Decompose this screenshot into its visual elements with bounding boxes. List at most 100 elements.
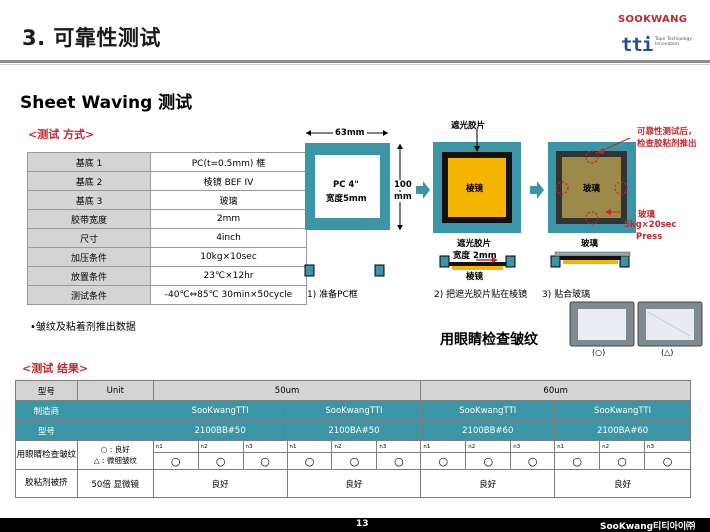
sample-n-label: n3 — [644, 440, 691, 453]
sample-n-label: n3 — [376, 440, 422, 453]
maker-cell: SooKwangTTI — [286, 400, 422, 421]
header-divider — [0, 60, 710, 63]
shading-tape-label-2: 遮光胶片 — [457, 239, 492, 249]
result-mark: ○ — [376, 452, 422, 470]
group-header-60: 60um — [420, 380, 691, 401]
maker-cell: SooKwangTTI — [152, 400, 288, 421]
sample-n-label: n1 — [554, 440, 601, 453]
page-number: 13 — [356, 519, 369, 529]
shading-tape-label: 遮光胶片 — [451, 121, 486, 131]
condition-value: 4inch — [150, 228, 307, 248]
footer-bar — [0, 518, 710, 532]
type-cell: 2100BA#60 — [554, 420, 691, 441]
condition-row: 测试条件-40℃⇔85℃ 30min×50cycle — [27, 285, 307, 305]
visual-legend: ○ : 良好 △ : 微细皱纹 — [76, 440, 154, 470]
condition-value: -40℃⇔85℃ 30min×50cycle — [150, 285, 307, 305]
result-mark: ○ — [197, 452, 244, 470]
condition-value: 棱镜 BEF IV — [150, 171, 307, 191]
result-mark: ○ — [465, 452, 512, 470]
dim-height-unit: mm — [394, 192, 412, 202]
photo-label-fine: (△) — [661, 348, 674, 357]
glass-laminated — [562, 157, 621, 218]
result-mark: ○ — [599, 452, 646, 470]
result-mark: ○ — [554, 452, 601, 470]
sample-n-label: n1 — [286, 440, 333, 453]
process-diagram: 63mm PC 4" 宽度5mm 100 mm 遮光胶片 棱镜 遮光胶片 宽度 … — [304, 121, 703, 357]
after-test-note-2: 检查胶粘剂推出 — [637, 139, 697, 149]
dim-height-num: 100 — [394, 180, 412, 190]
step2-caption: 2) 把遮光胶片贴在棱镜 — [434, 290, 528, 300]
adhesive-result: 良好 — [286, 469, 422, 498]
maker-unit — [76, 400, 154, 421]
prism-label: 棱镜 — [466, 184, 484, 194]
page-title: 3. 可靠性测试 — [22, 26, 161, 50]
type-cell: 2100BB#50 — [152, 420, 288, 441]
result-mark: ○ — [331, 452, 378, 470]
inspect-caption: 用眼睛检查皱纹 — [440, 332, 538, 348]
pc-label: PC 4" — [333, 180, 359, 190]
adhesive-result: 良好 — [554, 469, 691, 498]
pc-frame-opening — [315, 155, 380, 218]
sample-n-label: n1 — [420, 440, 467, 453]
dim-width-label: 63mm — [333, 128, 367, 138]
result-heading: <测试 结果> — [22, 362, 89, 375]
condition-value: 10kg×10sec — [150, 247, 307, 267]
visual-mark-row: ○○○○○○○○○○○○ — [16, 452, 691, 470]
frame-width-label: 宽度5mm — [326, 194, 367, 204]
visual-label: 用眼睛检查皱纹 — [15, 440, 78, 470]
diagram-graphics — [304, 129, 703, 347]
unit-header: Unit — [76, 380, 154, 401]
logo-wordmark: SOOKWANG — [618, 14, 688, 25]
header-divider-thin — [0, 64, 710, 65]
glass-label: 玻璃 — [583, 184, 601, 194]
legend-ok: ○ : 良好 — [100, 445, 130, 454]
sample-n-label: n2 — [465, 440, 512, 453]
condition-value: 2mm — [150, 209, 307, 229]
logo-mark: tti — [621, 34, 653, 56]
glass-label-2: 玻璃 — [581, 239, 599, 249]
type-unit — [76, 420, 154, 441]
adhesive-result: 良好 — [152, 469, 288, 498]
adhesive-unit: 50倍 显微镜 — [76, 469, 154, 498]
logo-tagline: Tape Technology Innovation — [655, 37, 693, 47]
step1-caption: 1) 准备PC框 — [307, 290, 358, 300]
maker-cell: SooKwangTTI — [420, 400, 556, 421]
model-header: 型号 — [15, 380, 78, 401]
condition-value: 玻璃 — [150, 190, 307, 210]
result-mark: ○ — [510, 452, 556, 470]
type-cell: 2100BB#60 — [420, 420, 556, 441]
press-label-1: 玻璃 — [638, 210, 656, 220]
result-mark: ○ — [644, 452, 691, 470]
condition-label: 测试条件 — [27, 285, 151, 305]
maker-label: 制造商 — [15, 400, 78, 421]
prism-label-2: 棱镜 — [466, 272, 484, 282]
section-title: Sheet Waving 测试 — [20, 93, 193, 113]
sample-n-label: n2 — [331, 440, 378, 453]
condition-value: PC(t=0.5mm) 框 — [150, 152, 307, 172]
photo-label-ok: (○) — [592, 348, 606, 357]
legend-fine: △ : 微细皱纹 — [93, 456, 137, 465]
condition-label: 基底 2 — [27, 171, 151, 191]
step3-caption: 3) 贴合玻璃 — [542, 290, 591, 300]
condition-label: 胶带宽度 — [27, 209, 151, 229]
condition-label: 加压条件 — [27, 247, 151, 267]
adhesive-label: 胶粘剂被挤 — [15, 469, 78, 498]
sample-n-label: n2 — [197, 440, 244, 453]
step-arrow-2 — [530, 181, 544, 199]
sample-n-label: n1 — [152, 440, 199, 453]
sample-n-label: n2 — [599, 440, 646, 453]
press-label-3: Press — [636, 232, 663, 242]
sample-n-label: n3 — [510, 440, 556, 453]
result-mark: ○ — [152, 452, 199, 470]
note-text: •皱纹及粘着剂推出数据 — [30, 322, 136, 333]
after-test-note-1: 可靠性测试后， — [637, 127, 697, 137]
adhesive-result: 良好 — [420, 469, 556, 498]
tape-width-label: 宽度 2mm — [453, 251, 497, 261]
